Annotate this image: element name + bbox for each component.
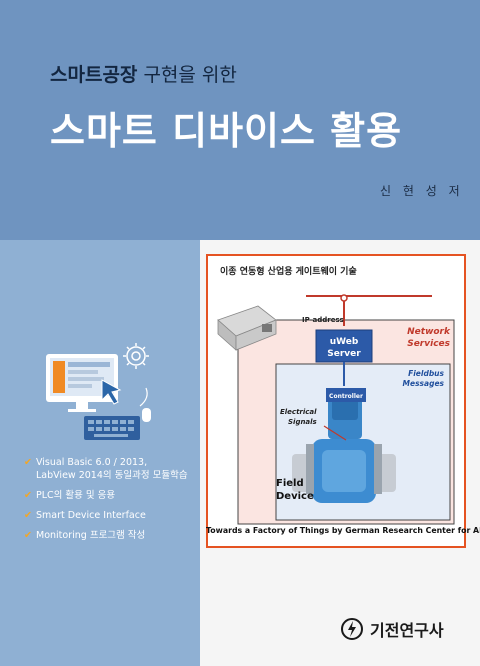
feature-item: ✔ PLC의 활용 및 응용	[24, 489, 188, 502]
figure-frame	[206, 254, 466, 548]
check-icon: ✔	[24, 490, 32, 501]
network-node-icon	[340, 294, 348, 302]
top-band	[0, 0, 480, 240]
figure-heading: 이종 연동형 산업용 게이트웨이 기술	[220, 267, 357, 277]
subtitle-rest: 구현을 위한	[137, 64, 237, 86]
electrical-label-2: Signals	[288, 418, 317, 426]
electrical-label-1: Electrical	[280, 408, 317, 416]
keyboard-icon	[84, 416, 140, 440]
feature-item: ✔ Monitoring 프로그램 작성	[24, 529, 188, 542]
feature-subtext: LabView 2014의 동일과정 모듈학습	[36, 470, 188, 481]
gateway-figure: 이종 연동형 산업용 게이트웨이 기술	[206, 254, 480, 548]
feature-text: Monitoring 프로그램 작성	[36, 530, 146, 541]
fieldbus-label-1: Fieldbus	[408, 369, 444, 378]
cursor-icon	[101, 379, 122, 405]
field-label-2: Device	[276, 491, 314, 502]
feature-item: ✔ Smart Device Interface	[24, 509, 188, 522]
network-label-1: Network	[407, 327, 451, 337]
ip-address-label: IP-address	[302, 316, 344, 324]
figure-caption: Towards a Factory of Things by German Re…	[206, 526, 480, 535]
check-icon: ✔	[24, 510, 32, 521]
subtitle-bold: 스마트공장	[50, 64, 138, 86]
cover-title: 스마트 디바이스 활용	[50, 109, 403, 153]
feature-text: Visual Basic 6.0 / 2013,	[36, 457, 148, 468]
check-icon: ✔	[24, 457, 32, 468]
figure-diagram: IP-address uWeb Server Network Services …	[217, 294, 455, 525]
feature-text: PLC의 활용 및 응용	[36, 490, 116, 501]
cover-subtitle: 스마트공장 구현을 위한	[50, 60, 237, 87]
controller-box	[326, 388, 366, 402]
publisher-name: 기전연구사	[370, 621, 444, 640]
gear-icon	[123, 343, 149, 369]
uweb-label-1: uWeb	[330, 337, 359, 347]
publisher: 기전연구사	[340, 615, 444, 643]
computer-illustration	[46, 343, 151, 440]
feature-text: Smart Device Interface	[36, 510, 146, 521]
uweb-label-2: Server	[327, 349, 361, 359]
feature-list: ✔ Visual Basic 6.0 / 2013, LabView 2014의…	[24, 456, 188, 549]
fieldbus-label-2: Messages	[403, 379, 445, 388]
check-icon: ✔	[24, 530, 32, 541]
publisher-logo-icon	[341, 618, 363, 640]
field-label-1: Field	[276, 478, 304, 489]
mouse-icon	[139, 387, 151, 422]
controller-label: Controller	[329, 393, 363, 400]
network-label-2: Services	[407, 339, 450, 349]
author: 신 현 성 저	[380, 184, 464, 198]
gateway-device-icon	[217, 305, 277, 351]
feature-item: ✔ Visual Basic 6.0 / 2013, LabView 2014의…	[24, 456, 188, 482]
